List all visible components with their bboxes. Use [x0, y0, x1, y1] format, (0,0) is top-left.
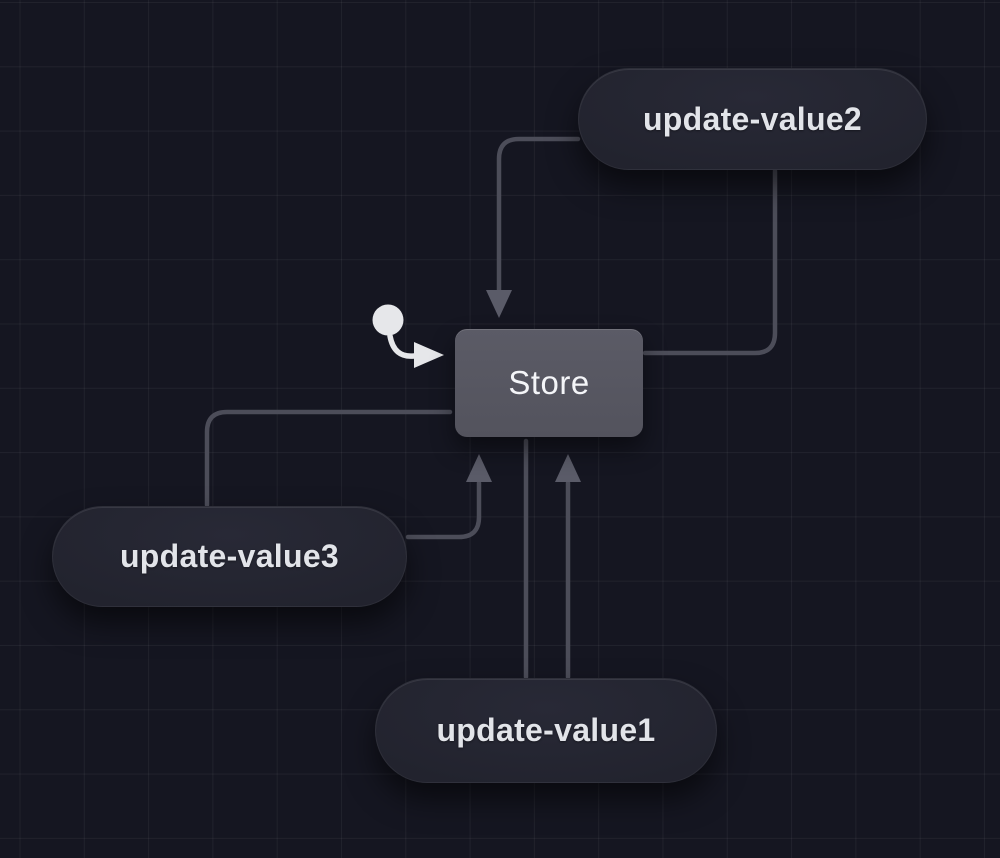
edge-store-to-update-value3[interactable]	[204, 409, 453, 508]
event-node-label: update-value2	[642, 100, 863, 137]
arrowhead-into-store-bottom-left-icon	[466, 454, 492, 482]
state-node-store[interactable]: Store	[455, 329, 643, 437]
arrowhead-into-store-bottom-icon	[555, 454, 581, 482]
event-node-label: update-value1	[436, 712, 656, 748]
edge-update-value3-to-store[interactable]	[405, 480, 482, 540]
event-node-update-value2[interactable]: update-value2	[578, 68, 927, 170]
event-node-update-value3[interactable]: update-value3	[52, 506, 407, 607]
edge-update-value2-to-store[interactable]	[496, 136, 581, 294]
arrowhead-into-store-top-icon	[486, 290, 512, 318]
event-node-label: update-value3	[119, 538, 340, 574]
edge-store-to-update-value2[interactable]	[642, 168, 778, 356]
initial-state-marker-icon	[372, 304, 444, 368]
state-node-label: Store	[508, 364, 590, 401]
event-node-update-value1[interactable]: update-value1	[375, 678, 717, 783]
